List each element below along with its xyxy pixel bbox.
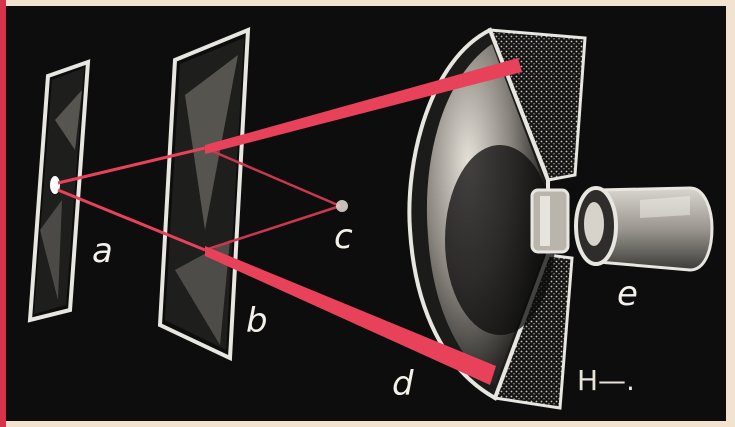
focal-point-c [336, 200, 348, 212]
left-red-edge [0, 0, 6, 427]
label-d: d [392, 364, 414, 404]
eyepiece-e [576, 188, 712, 270]
label-b: b [246, 301, 268, 341]
label-e: e [617, 274, 638, 314]
label-c: c [334, 217, 353, 257]
label-a: a [92, 231, 113, 271]
artist-signature: H—. [577, 364, 635, 397]
